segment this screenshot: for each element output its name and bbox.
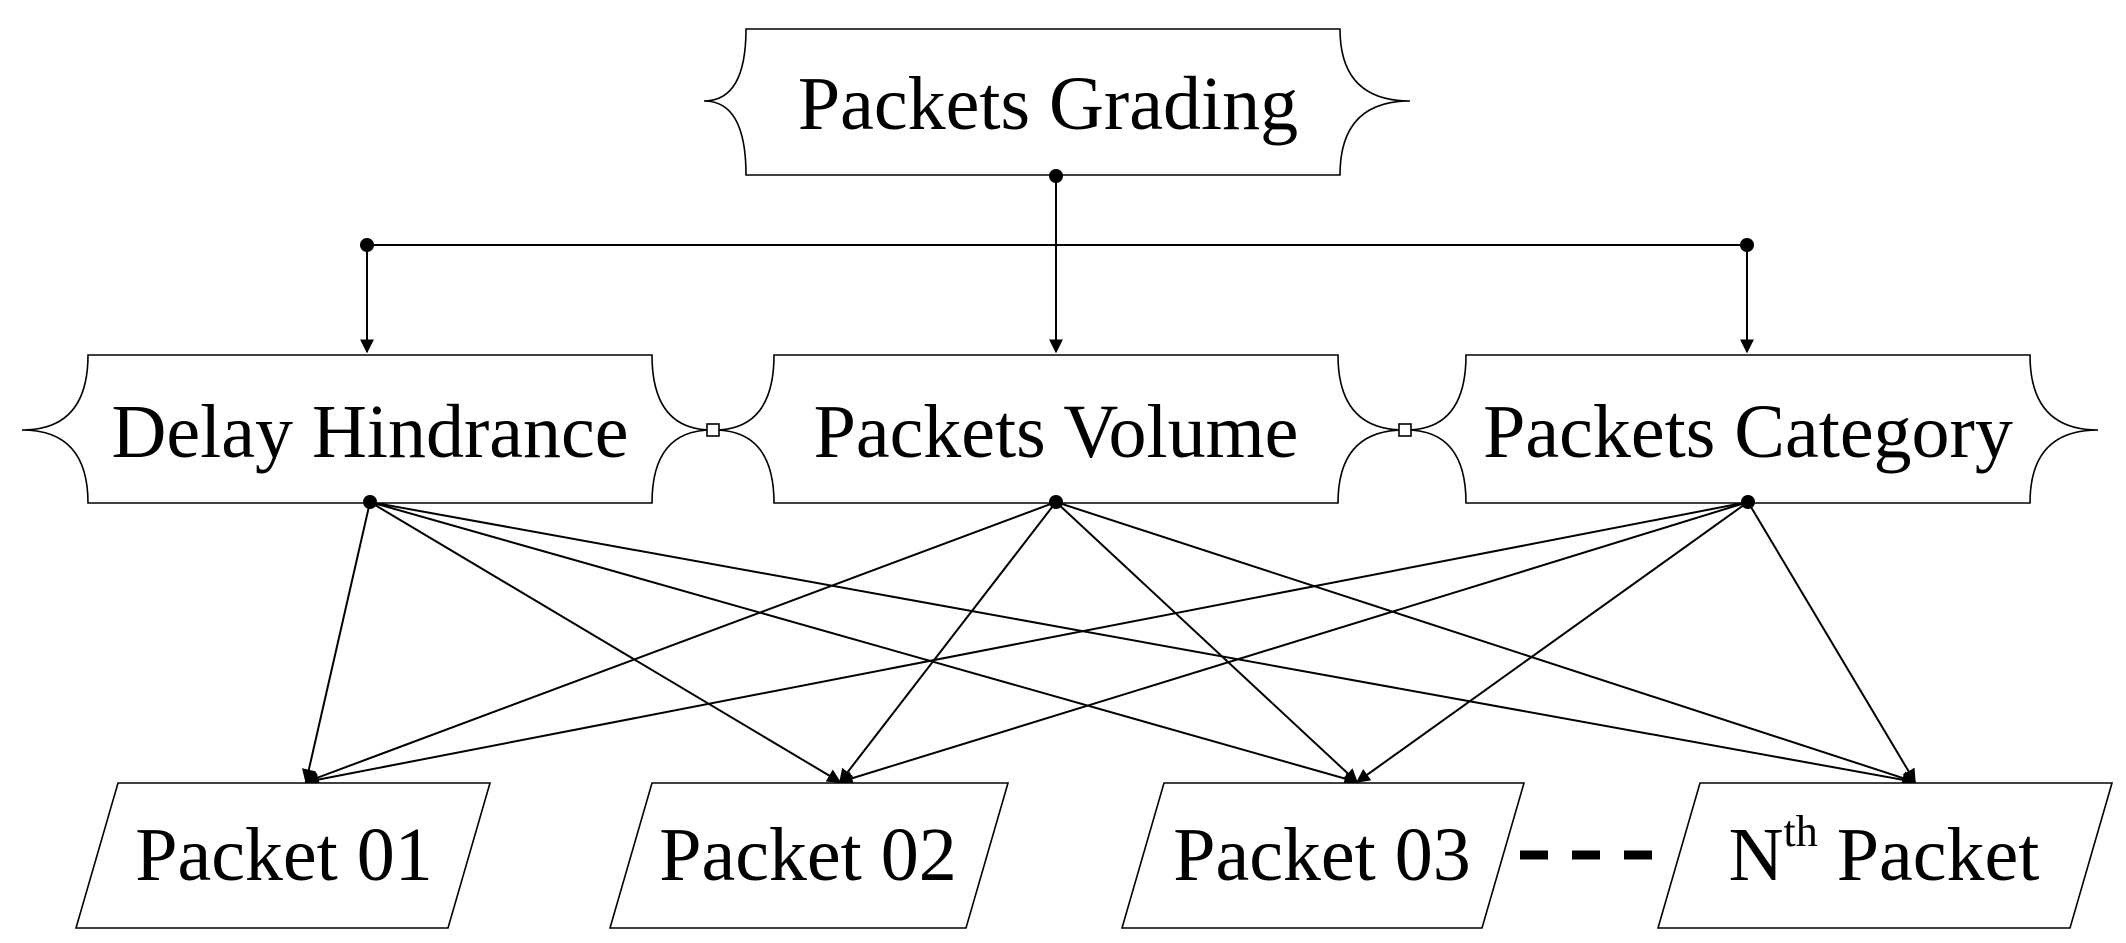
packet-node-3: Packet 03 (1120, 782, 1526, 929)
criterion-3-label: Packets Category (1483, 390, 2013, 474)
criterion-node-2: Packets Volume (713, 354, 1405, 504)
edge-c1-p4 (369, 501, 1917, 787)
criterion-2-label: Packets Volume (814, 390, 1299, 474)
criterion-joint-1-2 (706, 423, 720, 437)
packet-n-label-base: N (1729, 813, 1784, 897)
criterion-node-2-shape (713, 354, 1405, 504)
edge-c3-p2 (838, 501, 1749, 785)
criterion-3-output-dot (1741, 495, 1755, 509)
edge-c2-p4 (1055, 501, 1917, 785)
edge-c3-p3 (1355, 501, 1749, 783)
edge-c3-p1 (304, 501, 1749, 787)
bus-left-dot (360, 238, 374, 252)
packet-node-n-shape (1656, 782, 2114, 929)
criteria-to-packets-edges (301, 495, 1917, 787)
packet-node-3-shape (1120, 782, 1526, 929)
packet-node-2-shape (608, 782, 1010, 929)
root-node: Packets Grading (703, 28, 1411, 176)
criterion-1-output-dot (363, 495, 377, 509)
criterion-node-3: Packets Category (1405, 354, 2099, 504)
root-output-dot (1049, 169, 1063, 183)
packet-n-label: Nth Packet (1729, 807, 2040, 897)
packet-1-label: Packet 01 (135, 813, 433, 897)
root-connectors (360, 169, 1754, 354)
criterion-node-1: Delay Hindrance (21, 354, 713, 504)
edge-c2-p2 (839, 501, 1057, 784)
packet-3-label: Packet 03 (1173, 813, 1471, 897)
root-node-label: Packets Grading (798, 62, 1298, 146)
edge-c1-p2 (369, 501, 842, 783)
root-node-shape (703, 28, 1411, 176)
packet-n-label-rest: Packet (1818, 813, 2040, 897)
criterion-node-3-shape (1405, 354, 2099, 504)
criterion-1-label: Delay Hindrance (112, 390, 629, 474)
packet-node-1-shape (74, 782, 492, 929)
packet-node-1: Packet 01 (74, 782, 492, 929)
edge-c2-p3 (1055, 501, 1359, 783)
edge-c1-p1 (301, 501, 371, 784)
packet-node-2: Packet 02 (608, 782, 1010, 929)
edge-c2-p1 (304, 501, 1057, 785)
criterion-joint-2-3 (1398, 423, 1412, 437)
edge-c1-p3 (369, 501, 1359, 786)
edge-c3-p4 (1747, 501, 1916, 784)
criterion-2-output-dot (1049, 495, 1063, 509)
packet-node-n: Nth Packet (1656, 782, 2114, 929)
packet-n-label-superscript: th (1784, 807, 1818, 856)
bus-right-dot (1740, 238, 1754, 252)
packet-2-label: Packet 02 (659, 813, 957, 897)
